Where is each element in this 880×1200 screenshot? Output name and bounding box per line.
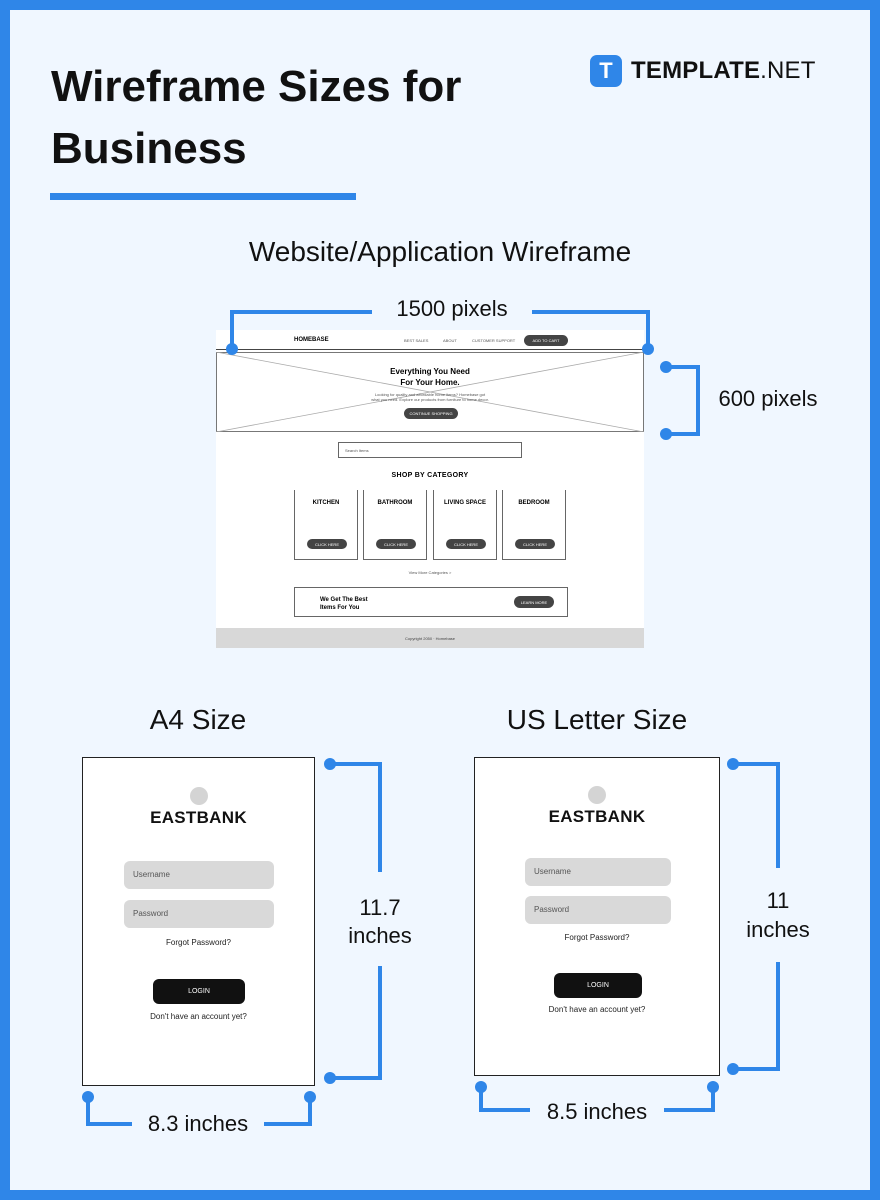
category-name: KITCHEN bbox=[312, 500, 340, 506]
nav-link-support: CUSTOMER SUPPORT bbox=[472, 338, 516, 343]
category-card-living-space: LIVING SPACE CLICK HERE bbox=[433, 490, 497, 560]
letter-height-bracket-top bbox=[733, 762, 780, 868]
password-field: Password bbox=[124, 900, 274, 928]
web-width-label: 1500 pixels bbox=[396, 296, 508, 321]
a4-height-bracket-bottom bbox=[330, 966, 382, 1080]
category-button: CLICK HERE bbox=[376, 539, 416, 549]
shop-by-category-heading: SHOP BY CATEGORY bbox=[391, 472, 469, 479]
forgot-password-link: Forgot Password? bbox=[564, 933, 630, 942]
app-logo-placeholder bbox=[190, 787, 208, 805]
website-footer: Copyright 2050 · Homebase bbox=[216, 628, 644, 648]
letter-width-label: 8.5 inches bbox=[546, 1099, 648, 1124]
signup-text: Don't have an account yet? bbox=[548, 1005, 646, 1014]
a4-height-bracket-top bbox=[330, 762, 382, 872]
category-name: BEDROOM bbox=[518, 500, 550, 506]
us-letter-size-label: US Letter Size bbox=[506, 704, 688, 735]
signup-text: Don't have an account yet? bbox=[150, 1012, 247, 1021]
search-field: Search Items bbox=[338, 442, 522, 458]
a4-width-bracket-right bbox=[264, 1097, 312, 1126]
category-card-bathroom: BATHROOM CLICK HERE bbox=[363, 490, 427, 560]
view-more-link: View More Categories > bbox=[408, 570, 452, 575]
website-wireframe-label: Website/Application Wireframe bbox=[248, 236, 632, 267]
hero-banner: Everything You Need For Your Home. Looki… bbox=[216, 352, 644, 432]
hero-title-line-1: Everything You Need bbox=[390, 367, 470, 376]
letter-height-value: 11 bbox=[766, 888, 790, 913]
a4-size-label: A4 Size bbox=[149, 704, 247, 735]
a4-width-bracket-left bbox=[86, 1097, 132, 1126]
bank-name: EASTBANK bbox=[548, 807, 646, 826]
password-field: Password bbox=[525, 896, 671, 924]
hero-placeholder-cross bbox=[216, 352, 644, 432]
category-button: CLICK HERE bbox=[446, 539, 486, 549]
app-logo-placeholder bbox=[588, 786, 606, 804]
bank-name: EASTBANK bbox=[150, 808, 247, 827]
website-wireframe: HOMEBASE BEST SALES ABOUT CUSTOMER SUPPO… bbox=[216, 330, 644, 648]
letter-height-unit: inches bbox=[746, 917, 810, 942]
web-width-bracket-right bbox=[532, 310, 650, 348]
us-letter-wireframe: EASTBANK Username Password Forgot Passwo… bbox=[474, 757, 720, 1076]
login-button: LOGIN bbox=[153, 979, 245, 1004]
category-name: LIVING SPACE bbox=[444, 500, 486, 506]
promo-text: We Get The Best Items For You bbox=[320, 597, 368, 611]
brand-logo: T TEMPLATE.NET bbox=[590, 54, 816, 88]
hero-subtitle-line-2: what you need. Explore our products from… bbox=[371, 397, 489, 402]
template-logo-icon: T bbox=[590, 55, 622, 87]
web-height-bracket bbox=[666, 365, 700, 436]
a4-height-value: 11.7 bbox=[359, 895, 401, 920]
letter-width-bracket-left bbox=[479, 1087, 530, 1112]
web-width-bracket-left bbox=[230, 310, 372, 348]
website-navbar: HOMEBASE BEST SALES ABOUT CUSTOMER SUPPO… bbox=[216, 330, 644, 350]
promo-banner: We Get The Best Items For You LEARN MORE bbox=[294, 587, 568, 617]
title-underline bbox=[50, 193, 356, 200]
website-logo: HOMEBASE bbox=[294, 337, 329, 343]
page-title: Wireframe Sizes for Business bbox=[51, 62, 462, 173]
hero-title-line-2: For Your Home. bbox=[400, 378, 460, 387]
hero-subtitle-line-1: Looking for quality and affordable home … bbox=[374, 392, 486, 397]
nav-link-about: ABOUT bbox=[443, 338, 457, 343]
username-field: Username bbox=[525, 858, 671, 886]
nav-cart-button: ADD TO CART bbox=[524, 335, 568, 346]
username-field: Username bbox=[124, 861, 274, 889]
forgot-password-link: Forgot Password? bbox=[166, 938, 231, 947]
category-card-kitchen: KITCHEN CLICK HERE bbox=[294, 490, 358, 560]
letter-height-bracket-bottom bbox=[733, 962, 780, 1071]
category-card-bedroom: BEDROOM CLICK HERE bbox=[502, 490, 566, 560]
a4-wireframe: EASTBANK Username Password Forgot Passwo… bbox=[82, 757, 315, 1086]
hero-button: CONTINUE SHOPPING bbox=[404, 408, 458, 419]
promo-button: LEARN MORE bbox=[514, 596, 554, 608]
category-button: CLICK HERE bbox=[307, 539, 347, 549]
brand-name: TEMPLATE.NET bbox=[631, 57, 816, 84]
a4-width-label: 8.3 inches bbox=[147, 1111, 249, 1136]
letter-width-bracket-right bbox=[664, 1087, 715, 1112]
login-button: LOGIN bbox=[554, 973, 642, 998]
web-height-label: 600 pixels bbox=[718, 386, 818, 411]
category-button: CLICK HERE bbox=[515, 539, 555, 549]
category-name: BATHROOM bbox=[377, 500, 413, 506]
a4-height-unit: inches bbox=[348, 923, 412, 948]
nav-link-best-sales: BEST SALES bbox=[404, 338, 429, 343]
